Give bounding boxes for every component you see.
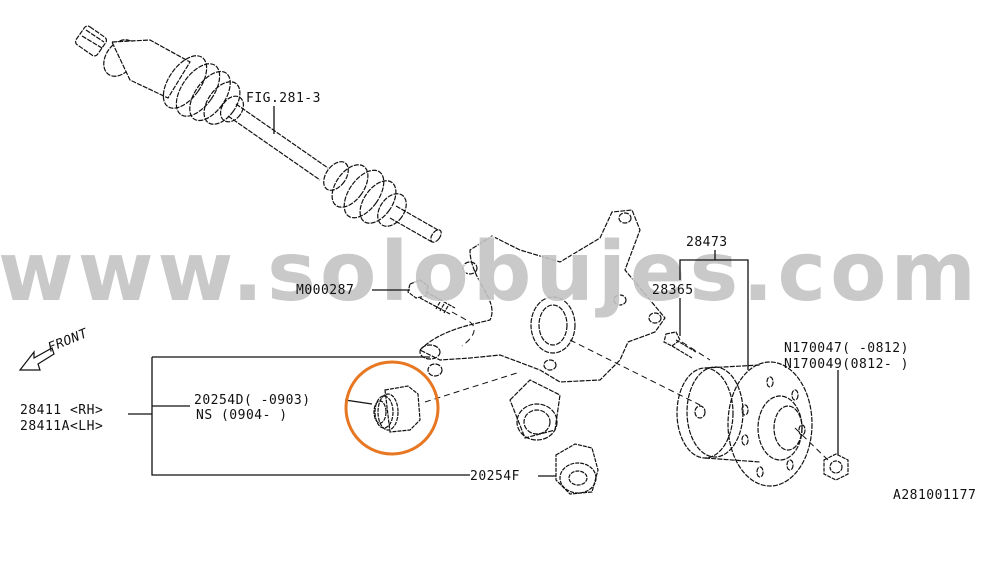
bolt-m000287	[407, 279, 456, 315]
label-m000287: M000287	[296, 283, 354, 298]
label-28365: 28365	[652, 283, 694, 298]
label-28411a-lh: 28411A<LH>	[20, 419, 103, 434]
center-lines	[424, 311, 831, 463]
highlight-circle	[344, 360, 440, 456]
bushing-20254f	[555, 443, 599, 495]
svg-text:www.solobujes.com: www.solobujes.com	[0, 225, 980, 320]
front-label: FRONT	[46, 326, 91, 356]
label-ns-0904: NS (0904- )	[196, 408, 288, 423]
watermark: www.solobujes.com	[0, 224, 980, 321]
label-28411-rh: 28411 <RH>	[20, 403, 103, 418]
figure-id: A281001177	[893, 488, 976, 503]
label-20254d: 20254D( -0903)	[194, 393, 311, 408]
label-n170049: N170049(0812- )	[784, 357, 909, 372]
hub-bolt-28365	[663, 331, 697, 359]
bushing-20254d	[373, 385, 421, 433]
label-28473: 28473	[686, 235, 728, 250]
label-n170047: N170047( -0812)	[784, 341, 909, 356]
axle-nut	[823, 453, 849, 481]
knuckle	[418, 209, 666, 441]
hub-unit	[676, 361, 813, 487]
front-arrow-icon	[18, 347, 55, 371]
label-20254f: 20254F	[470, 469, 520, 484]
label-fig-281-3: FIG.281-3	[246, 91, 321, 106]
drive-shaft	[75, 25, 442, 243]
leader-lines	[128, 106, 839, 477]
